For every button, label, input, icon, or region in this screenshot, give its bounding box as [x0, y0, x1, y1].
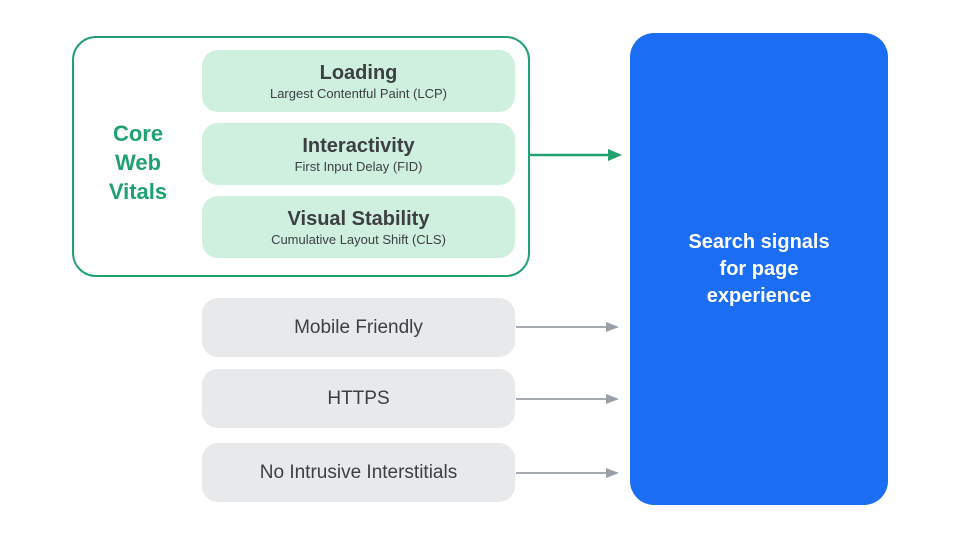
metric-title-visual-stability: Visual Stability	[287, 207, 430, 230]
arrow-core-web-vitals-to-result	[530, 149, 622, 161]
signal-pill-https: HTTPS	[202, 369, 515, 428]
arrow-mobile-friendly-to-result	[516, 322, 619, 332]
arrow-no-intrusive-interstitials-to-result	[516, 468, 619, 478]
metric-subtitle-lcp: Largest Contentful Paint (LCP)	[269, 85, 448, 101]
arrow-https-to-result	[516, 394, 619, 404]
metric-subtitle-cls: Cumulative Layout Shift (CLS)	[271, 231, 446, 247]
metric-pill-interactivity: Interactivity First Input Delay (FID)	[202, 123, 515, 185]
signal-label-https: HTTPS	[327, 388, 390, 409]
metric-title-loading: Loading	[319, 61, 398, 84]
search-signals-result-label: Search signals for page experience	[688, 230, 830, 307]
core-web-vitals-label: Core Web Vitals	[108, 121, 168, 204]
signal-pill-no-intrusive-interstitials: No Intrusive Interstitials	[202, 443, 515, 502]
metric-title-interactivity: Interactivity	[302, 134, 415, 157]
search-signals-result-box: Search signals for page experience	[630, 33, 888, 505]
signal-pill-mobile-friendly: Mobile Friendly	[202, 298, 515, 357]
metric-subtitle-fid: First Input Delay (FID)	[294, 158, 423, 174]
metric-pill-loading: Loading Largest Contentful Paint (LCP)	[202, 50, 515, 112]
metric-pill-visual-stability: Visual Stability Cumulative Layout Shift…	[202, 196, 515, 258]
signal-label-no-intrusive-interstitials: No Intrusive Interstitials	[259, 462, 458, 483]
signal-label-mobile-friendly: Mobile Friendly	[294, 317, 423, 338]
